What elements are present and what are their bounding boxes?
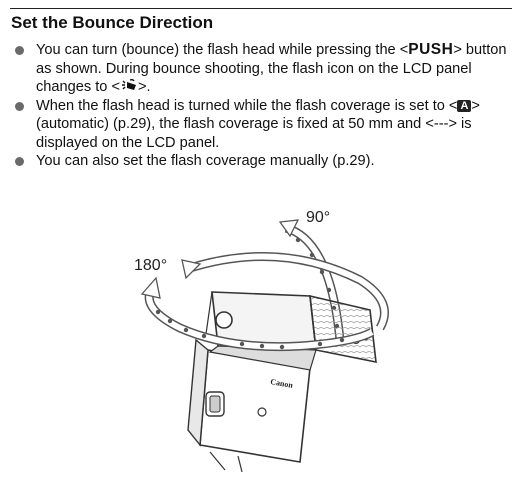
horizontal-rotation-arrow: [140, 251, 389, 352]
push-button: [215, 311, 233, 329]
rotation-arrow-icon: [181, 259, 202, 280]
bounce-flash-icon: [121, 79, 136, 90]
list-item: When the flash head is turned while the …: [13, 97, 513, 153]
flash-body: Canon: [187, 338, 311, 473]
auto-mode-badge: A: [457, 99, 472, 112]
bullet-icon: [15, 101, 24, 111]
bullet-icon: [15, 157, 24, 166]
angle-label-90: 90°: [306, 209, 330, 226]
list-item: You can turn (bounce) the flash head whi…: [13, 41, 513, 97]
section-title: Set the Bounce Direction: [11, 13, 214, 32]
push-button-label: PUSH: [408, 41, 454, 58]
angle-label-180: 180°: [134, 257, 167, 274]
flash-panel: [309, 294, 377, 363]
flash-bounce-illustration: Canon 90° 180°: [134, 209, 389, 473]
brand-logo: Canon: [270, 377, 294, 390]
list-item: You can also set the flash coverage manu…: [13, 152, 513, 171]
rotation-arrow-icon: [140, 276, 161, 299]
rotation-arrow-icon: [278, 219, 300, 238]
bullet-icon: [15, 46, 24, 55]
top-rule: [10, 8, 512, 9]
instruction-list: You can turn (bounce) the flash head whi…: [13, 41, 513, 171]
